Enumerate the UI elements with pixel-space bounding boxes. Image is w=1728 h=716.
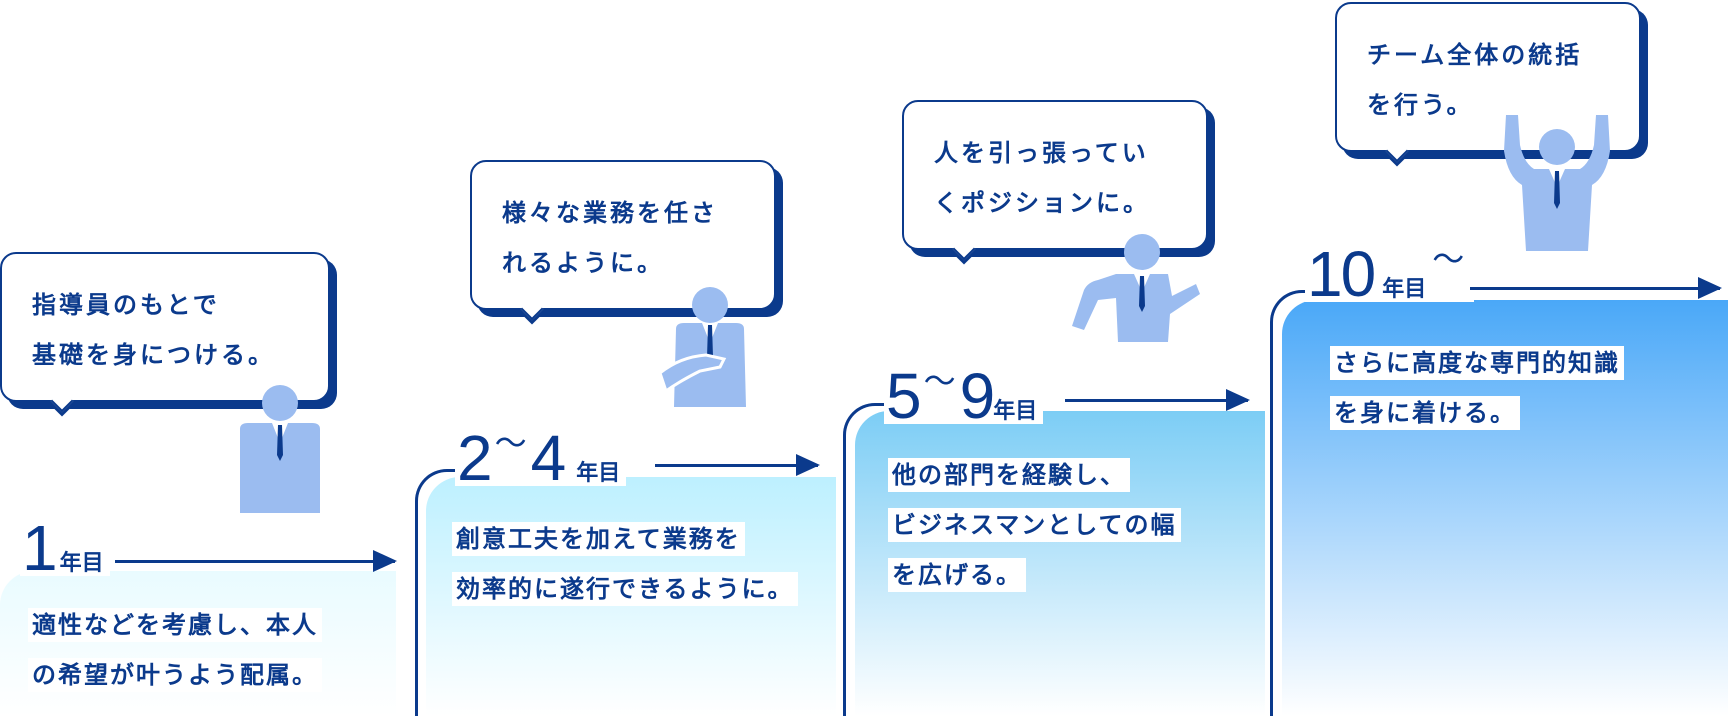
desc-4-line-2: を身に着ける。 bbox=[1330, 396, 1520, 430]
person-pointing-icon bbox=[1072, 234, 1200, 342]
speech-bubble-2: 様々な業務を任さ れるように。 bbox=[470, 160, 776, 321]
bubble-3-line-1: 人を引っ張ってい bbox=[934, 139, 1149, 167]
year-from-3: 5 bbox=[886, 360, 922, 432]
description-3: 他の部門を経験し、 ビジネスマンとしての幅 を広げる。 bbox=[888, 450, 1181, 600]
desc-4-line-1: さらに高度な専門的知識 bbox=[1330, 346, 1624, 380]
desc-1-line-2: の希望が叶うよう配属。 bbox=[28, 658, 322, 692]
description-4: さらに高度な専門的知識 を身に着ける。 bbox=[1330, 338, 1624, 438]
arrow-3 bbox=[1065, 389, 1250, 411]
year-tail-4: 〜 bbox=[1432, 240, 1465, 278]
desc-1-line-1: 適性などを考慮し、本人 bbox=[28, 608, 322, 642]
desc-3-line-2: ビジネスマンとしての幅 bbox=[888, 508, 1181, 542]
desc-2-line-2: 効率的に遂行できるように。 bbox=[452, 572, 798, 606]
year-suffix-4: 年目 bbox=[1382, 277, 1427, 302]
desc-3-line-3: を広げる。 bbox=[888, 558, 1026, 592]
step-outline-3 bbox=[843, 403, 892, 716]
year-label-3: 5 〜 9 年目 bbox=[884, 360, 1044, 432]
year-suffix-3: 年目 bbox=[993, 399, 1038, 424]
person-cheering-icon bbox=[1504, 115, 1610, 251]
year-number-1: 1 bbox=[22, 512, 58, 584]
year-number-4: 10 bbox=[1307, 238, 1376, 310]
speech-bubble-4: チーム全体の統括 を行う。 bbox=[1335, 2, 1641, 163]
bubble-3-line-2: くポジションに。 bbox=[934, 189, 1150, 217]
bubble-1-line-2: 基礎を身につける。 bbox=[32, 341, 275, 369]
person-presenting-icon bbox=[660, 287, 746, 407]
bubble-2-line-1: 様々な業務を任さ bbox=[502, 199, 718, 227]
step-outline-4 bbox=[1270, 290, 1319, 716]
description-1: 適性などを考慮し、本人 の希望が叶うよう配属。 bbox=[28, 600, 322, 700]
description-2: 創意工夫を加えて業務を 効率的に遂行できるように。 bbox=[452, 514, 798, 614]
bubble-4-line-1: チーム全体の統括 bbox=[1367, 41, 1583, 69]
year-sep-2: 〜 bbox=[494, 424, 527, 462]
year-label-1: 1 年目 bbox=[20, 512, 110, 584]
arrow-4 bbox=[1470, 277, 1722, 299]
year-to-3: 9 bbox=[959, 360, 996, 432]
year-suffix-1: 年目 bbox=[59, 551, 104, 576]
speech-bubble-3: 人を引っ張ってい くポジションに。 bbox=[902, 100, 1208, 261]
bubble-2-line-2: れるように。 bbox=[502, 249, 664, 277]
year-from-2: 2 bbox=[457, 422, 493, 494]
arrow-2 bbox=[655, 454, 820, 476]
year-label-2: 2 〜 4 年目 bbox=[455, 422, 627, 494]
bubble-4-line-2: を行う。 bbox=[1367, 91, 1474, 119]
speech-bubble-1: 指導員のもとで 基礎を身につける。 bbox=[0, 252, 330, 413]
step-outline-2 bbox=[415, 469, 458, 716]
year-sep-3: 〜 bbox=[923, 362, 956, 400]
year-suffix-2: 年目 bbox=[576, 461, 621, 486]
arrow-1 bbox=[115, 550, 397, 572]
desc-2-line-1: 創意工夫を加えて業務を bbox=[452, 522, 745, 556]
desc-3-line-1: 他の部門を経験し、 bbox=[888, 458, 1130, 492]
person-standing-icon bbox=[240, 385, 320, 513]
bubble-1-line-1: 指導員のもとで bbox=[32, 291, 220, 319]
year-label-4: 10 年目 〜 bbox=[1305, 238, 1475, 310]
year-to-2: 4 bbox=[530, 422, 567, 494]
